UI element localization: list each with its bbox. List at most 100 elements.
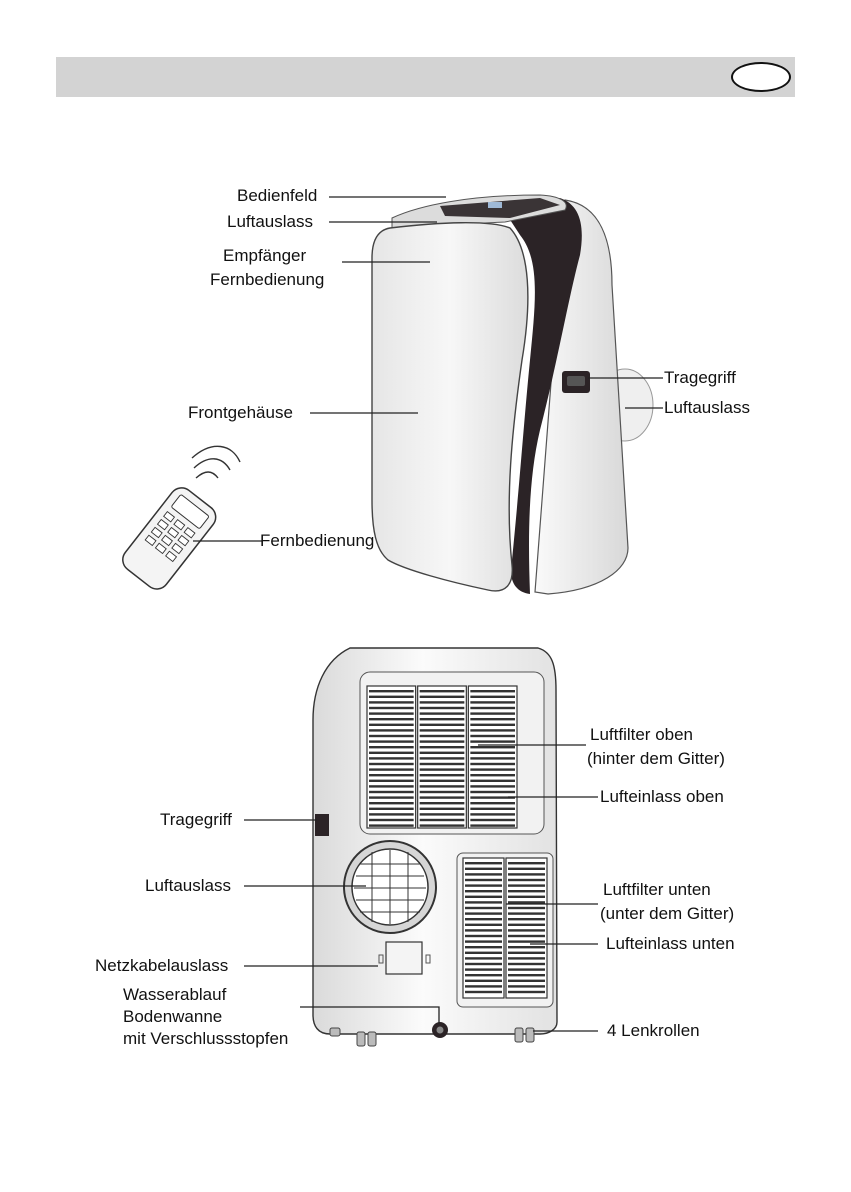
grille-slat xyxy=(465,873,502,876)
grille-slat xyxy=(470,751,515,754)
grille-slat xyxy=(369,790,414,794)
grille-slat xyxy=(465,962,502,966)
label-air-filter-bottom-1: Luftfilter unten xyxy=(603,880,711,899)
grille-slat xyxy=(508,940,545,943)
grille-slat xyxy=(419,746,465,749)
label-air-outlet-back: Luftauslass xyxy=(145,876,231,895)
label-receiver-line2: Fernbedienung xyxy=(210,270,325,289)
label-drain-1: Wasserablauf xyxy=(123,985,227,1004)
grille-slat xyxy=(419,690,465,693)
grille-slat xyxy=(465,912,502,915)
grille-slat xyxy=(369,723,414,726)
grille-slat xyxy=(508,962,545,966)
unit-dark-trim xyxy=(505,198,582,594)
grille-slat xyxy=(369,706,414,710)
grille-slat xyxy=(470,802,515,805)
grille-slat xyxy=(465,968,502,971)
grille-slat xyxy=(465,951,502,954)
grille-slat xyxy=(508,951,545,954)
grille-slat xyxy=(369,796,414,799)
label-carry-handle-front: Tragegriff xyxy=(664,368,736,387)
grille-slat xyxy=(470,824,515,827)
grille-slat xyxy=(465,895,502,898)
label-air-inlet-bottom: Lufteinlass unten xyxy=(606,934,735,953)
label-air-filter-top-2: (hinter dem Gitter) xyxy=(587,749,725,768)
grille-slat xyxy=(508,929,545,932)
grille-slat xyxy=(369,779,414,782)
grille-slat xyxy=(470,723,515,726)
grille-slat xyxy=(470,807,515,810)
grille-slat xyxy=(369,751,414,754)
grille-slat xyxy=(508,895,545,898)
label-air-outlet-top: Luftauslass xyxy=(227,212,313,231)
label-casters: 4 Lenkrollen xyxy=(607,1021,700,1040)
signal-waves-icon xyxy=(191,445,241,479)
grille-slat xyxy=(465,940,502,943)
grille-slat xyxy=(419,762,465,766)
grille-slat xyxy=(508,918,545,921)
grille-slat xyxy=(470,813,515,816)
grille-slat xyxy=(419,796,465,799)
grille-slat xyxy=(419,774,465,777)
grille-slat xyxy=(369,729,414,732)
front-view-unit xyxy=(371,194,654,595)
grille-slat xyxy=(470,695,515,698)
grille-slat xyxy=(465,985,502,988)
grille-slat xyxy=(470,785,515,788)
grille-slat xyxy=(369,813,414,816)
grille-slat xyxy=(470,690,515,693)
grille-slat xyxy=(419,785,465,788)
grille-slat xyxy=(369,762,414,766)
grille-slat xyxy=(508,923,545,926)
grille-slat xyxy=(508,974,545,977)
grille-slat xyxy=(419,706,465,710)
grille-slat xyxy=(470,818,515,822)
grille-slat xyxy=(369,818,414,822)
grille-slat xyxy=(419,718,465,721)
grille-slat xyxy=(419,807,465,810)
grille-slat xyxy=(369,774,414,777)
grille-slat xyxy=(369,718,414,721)
language-badge xyxy=(731,62,791,92)
grille-slat xyxy=(369,785,414,788)
grille-slat xyxy=(369,757,414,760)
grille-slat xyxy=(419,701,465,704)
grille-slat xyxy=(465,923,502,926)
grille-slat xyxy=(465,946,502,949)
grille-slat xyxy=(419,779,465,782)
grille-slat xyxy=(470,790,515,794)
grille-slat xyxy=(419,723,465,726)
back-view-unit xyxy=(312,647,558,1047)
grille-slat xyxy=(508,890,545,893)
grille-slat xyxy=(419,802,465,805)
label-receiver-line1: Empfänger xyxy=(223,246,307,265)
grille-slat xyxy=(465,990,502,994)
grille-slat xyxy=(369,740,414,743)
grille-slat xyxy=(419,813,465,816)
grille-slat xyxy=(419,740,465,743)
grille-slat xyxy=(419,729,465,732)
grille-slat xyxy=(470,740,515,743)
grille-slat xyxy=(470,796,515,799)
grille-slat xyxy=(470,757,515,760)
grille-slat xyxy=(470,729,515,732)
back-carry-handle xyxy=(315,814,329,836)
grille-slat xyxy=(508,878,545,882)
grille-slat xyxy=(465,918,502,921)
grille-slat xyxy=(419,734,465,738)
grille-slat xyxy=(465,957,502,960)
grille-slat xyxy=(369,768,414,771)
grille-slat xyxy=(369,734,414,738)
label-drain-2: Bodenwanne xyxy=(123,1007,223,1026)
grille-slat xyxy=(465,974,502,977)
grille-slat xyxy=(470,774,515,777)
grille-slat xyxy=(465,867,502,870)
grille-slat xyxy=(369,690,414,693)
grille-slat xyxy=(419,695,465,698)
grille-slat xyxy=(465,901,502,904)
grille-slat xyxy=(508,968,545,971)
grille-slat xyxy=(419,824,465,827)
grille-slat xyxy=(508,867,545,870)
grille-slat xyxy=(369,701,414,704)
